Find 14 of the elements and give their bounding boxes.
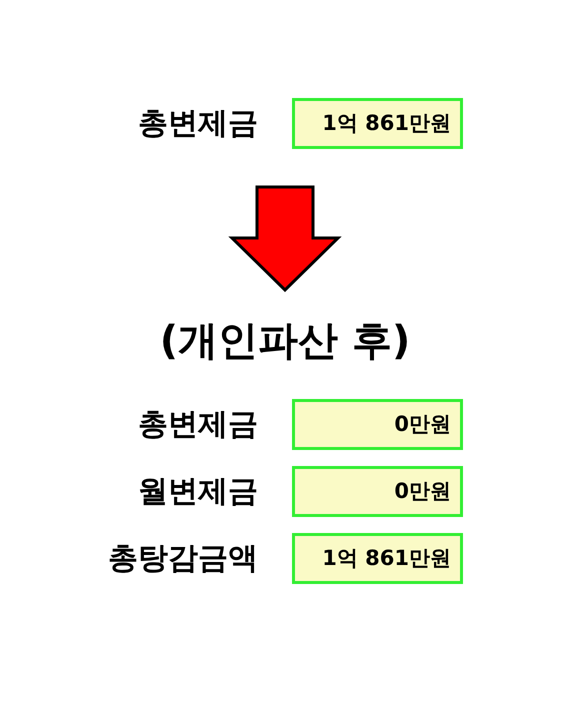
amount-box [292, 466, 463, 517]
block-arrow [228, 186, 342, 292]
amount-value: 0만원 [394, 478, 451, 504]
amount-value: 0만원 [394, 412, 451, 438]
row-label: 월변제금 [138, 474, 258, 510]
amount-box [292, 98, 463, 149]
amount-value: 1억 861만원 [322, 110, 451, 136]
row-label: 총탕감금액 [108, 540, 258, 576]
row-label: 총변제금 [138, 106, 258, 142]
amount-value: 1억 861만원 [322, 546, 451, 572]
amount-box [292, 533, 463, 584]
amount-box [292, 399, 463, 450]
row-label: 총변제금 [138, 406, 258, 442]
heading-text: (개인파산 후) [160, 318, 410, 364]
